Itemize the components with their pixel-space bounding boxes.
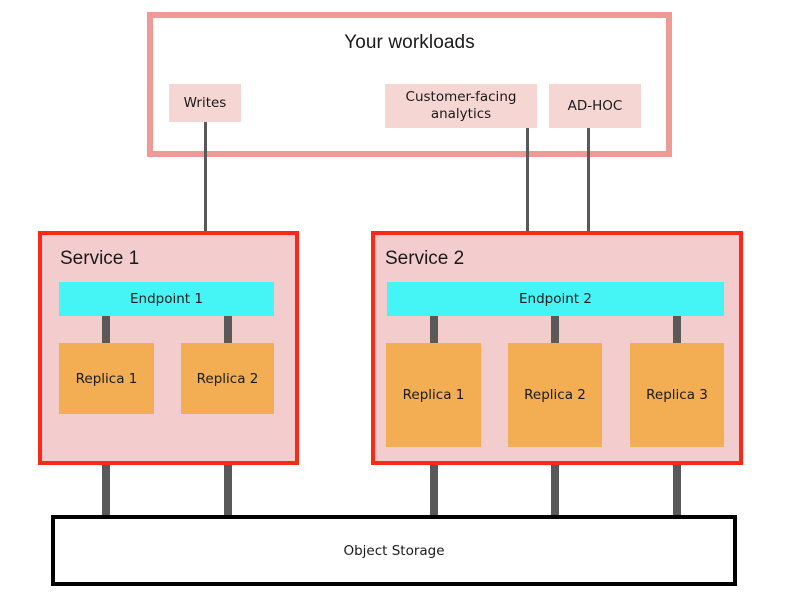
pipe-service1-replica1-to-storage (102, 414, 110, 516)
service2-replica-1[interactable]: Replica 1 (386, 343, 481, 447)
service-1-title: Service 1 (60, 248, 140, 269)
pipe-service1-replica2-to-storage (224, 414, 232, 516)
pipe-endpoint2-to-replica3 (673, 316, 681, 344)
object-storage-label: Object Storage (343, 542, 445, 559)
service-2-title: Service 2 (385, 248, 465, 269)
workload-chip-writes[interactable]: Writes (169, 84, 241, 122)
pipe-service2-replica2-to-storage (551, 447, 559, 516)
service2-replica-2[interactable]: Replica 2 (508, 343, 602, 447)
arrow-ad-hoc-line (587, 128, 590, 252)
workload-chip-customer-facing-analytics[interactable]: Customer-facing analytics (385, 84, 537, 128)
pipe-endpoint2-to-replica2 (551, 316, 559, 344)
service1-replica-1[interactable]: Replica 1 (59, 343, 154, 414)
pipe-service2-replica3-to-storage (673, 447, 681, 516)
pipe-endpoint1-to-replica2 (224, 316, 232, 344)
pipe-service2-replica1-to-storage (430, 447, 438, 516)
your-workloads-title: Your workloads (344, 32, 475, 53)
arrow-customer-facing-analytics-line (526, 128, 529, 252)
endpoint-2[interactable]: Endpoint 2 (387, 282, 724, 316)
object-storage-container[interactable]: Object Storage (51, 515, 737, 586)
service2-replica-3[interactable]: Replica 3 (630, 343, 724, 447)
endpoint-1[interactable]: Endpoint 1 (59, 282, 274, 316)
pipe-endpoint1-to-replica1 (102, 316, 110, 344)
workload-chip-ad-hoc[interactable]: AD-HOC (549, 84, 641, 128)
service1-replica-2[interactable]: Replica 2 (181, 343, 274, 414)
pipe-endpoint2-to-replica1 (430, 316, 438, 344)
arrow-writes-line (204, 122, 207, 250)
